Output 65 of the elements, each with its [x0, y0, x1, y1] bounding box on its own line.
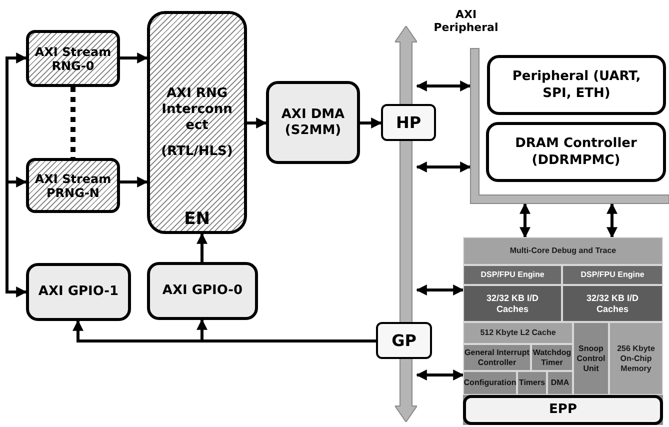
bus-label: AXI Peripheral [432, 8, 500, 34]
stream-box [26, 158, 120, 213]
arrow [416, 162, 472, 172]
chip-cell [463, 237, 663, 265]
arrow [416, 370, 464, 380]
box-label: 32/32 KB I/D Caches [585, 292, 640, 314]
platform-box [463, 395, 663, 425]
box-label: HP [396, 112, 422, 134]
arrow [196, 232, 208, 262]
chip-cell [463, 371, 517, 395]
box-label: AXI DMA (S2MM) [280, 106, 346, 138]
box-label: (RTL/HLS) [161, 144, 233, 160]
arrow [120, 52, 148, 64]
box-label: DRAM Controller (DDRMPMC) [514, 135, 638, 169]
box-label: GP [392, 330, 416, 352]
box-label: DSP/FPU Engine [580, 270, 644, 280]
box-label: 256 Kbyte On-Chip Memory [616, 344, 656, 374]
chip-cell [463, 322, 573, 344]
arrow [606, 202, 618, 238]
dram-controller-box [486, 122, 666, 182]
box-label: General Interrupt Controller [464, 348, 530, 368]
box-label: AXI RNG Interconnect [160, 86, 234, 134]
dotted-line [70, 87, 76, 158]
gpio-box [147, 262, 258, 320]
box-label: AXI GPIO-0 [162, 283, 243, 299]
box-label: 512 Kbyte L2 Cache [480, 328, 556, 338]
stream-box [26, 30, 120, 87]
arrow [416, 80, 472, 92]
arrow [72, 320, 376, 342]
box-label: Snoop Control Unit [576, 344, 606, 374]
enable-label: EN [184, 209, 210, 229]
box-label: DSP/FPU Engine [480, 270, 544, 280]
arrow [520, 202, 530, 238]
arrow [247, 118, 268, 128]
peripheral-box [487, 55, 666, 115]
chip-cell [463, 265, 562, 285]
chip-cell [609, 322, 663, 395]
box-label: 32/32 KB I/D Caches [485, 292, 540, 314]
arrow [416, 284, 464, 296]
processor-block [463, 237, 663, 425]
chip-cell [547, 371, 573, 395]
box-label: DMA [550, 378, 570, 388]
box-label: EPP [549, 401, 577, 420]
box-label: AXI Stream PRNG-N [34, 172, 112, 200]
chip-cell [517, 371, 547, 395]
box-label: Timers [518, 378, 546, 388]
box-label: Watchdog Timer [532, 348, 572, 368]
box-label: Peripheral (UART, SPI, ETH) [511, 68, 642, 102]
chip-cell [573, 322, 609, 395]
box-label: AXI GPIO-1 [38, 284, 119, 300]
arrow [120, 176, 148, 188]
gpio-box [26, 263, 131, 321]
arrow [360, 118, 382, 128]
box-label: Configuration [464, 378, 516, 388]
chip-cell [463, 285, 562, 322]
interconnect-box [147, 11, 247, 234]
port-box [376, 322, 432, 359]
arrow [7, 176, 28, 188]
port-box [381, 104, 436, 141]
dma-box [266, 81, 360, 164]
box-label: Multi-Core Debug and Trace [510, 246, 616, 256]
box-label: AXI Stream RNG-0 [34, 44, 112, 72]
chip-cell [562, 285, 663, 322]
chip-cell [562, 265, 663, 285]
peripheral-bus-bar [470, 48, 669, 204]
